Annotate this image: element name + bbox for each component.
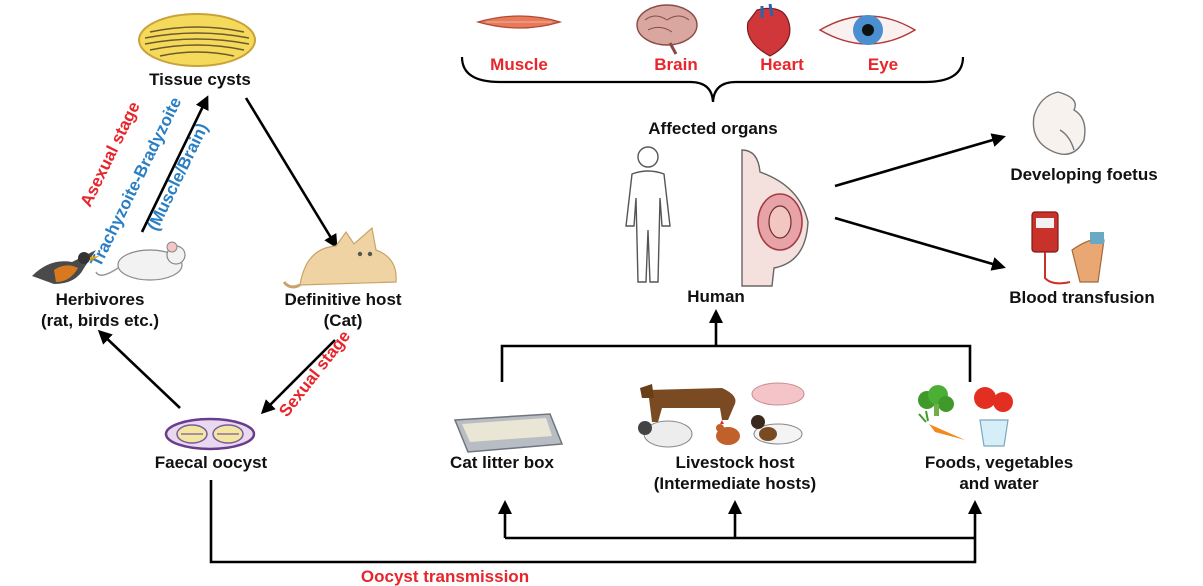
organ-label-heart: Heart <box>760 55 804 74</box>
muscle-icon <box>478 16 560 28</box>
eye-icon <box>820 15 915 45</box>
arrow-to-transfusion <box>835 218 1003 267</box>
pregnant-woman-image <box>742 150 808 286</box>
cat-litter-box-label: Cat litter box <box>450 453 554 472</box>
livestock-host-label: Livestock host <box>675 453 794 472</box>
sources-bracket <box>502 346 970 382</box>
herbivores-examples-label: (rat, birds etc.) <box>41 311 159 330</box>
organ-label-muscle: Muscle <box>490 55 548 74</box>
foetus-image <box>1033 92 1084 154</box>
and-water-label: and water <box>959 474 1039 493</box>
arrow-oocyst-to-herbivores <box>100 332 180 408</box>
blood-transfusion-label: Blood transfusion <box>1009 288 1154 307</box>
human-figure-image <box>626 147 670 282</box>
herbivores-label: Herbivores <box>56 290 145 309</box>
cat-image <box>284 228 396 287</box>
tissue-cysts-label: Tissue cysts <box>149 70 251 89</box>
arrow-cysts-to-cat <box>246 98 336 246</box>
sexual-stage-label: Sexual stage <box>275 327 354 421</box>
blood-transfusion-image <box>1032 212 1104 283</box>
developing-foetus-label: Developing foetus <box>1010 165 1157 184</box>
human-label: Human <box>687 287 745 306</box>
organ-label-eye: Eye <box>868 55 898 74</box>
oocyst-transmission-label: Oocyst transmission <box>361 567 529 586</box>
oocyst-image <box>166 419 254 449</box>
affected-organs-label: Affected organs <box>648 119 777 138</box>
brain-icon <box>637 5 697 54</box>
tissue-cyst-image <box>139 14 255 66</box>
intermediate-hosts-label: (Intermediate hosts) <box>654 474 816 493</box>
definitive-host-cat-label: (Cat) <box>324 311 363 330</box>
arrow-to-foetus <box>835 137 1003 186</box>
definitive-host-label: Definitive host <box>284 290 401 309</box>
livestock-image <box>638 383 804 447</box>
foods-image <box>918 385 1013 446</box>
cat-litter-box-image <box>455 414 562 452</box>
foods-vegetables-label: Foods, vegetables <box>925 453 1073 472</box>
heart-icon <box>747 4 789 56</box>
oocyst-transmission-line <box>211 480 975 562</box>
organ-label-brain: Brain <box>654 55 697 74</box>
faecal-oocyst-label: Faecal oocyst <box>155 453 268 472</box>
